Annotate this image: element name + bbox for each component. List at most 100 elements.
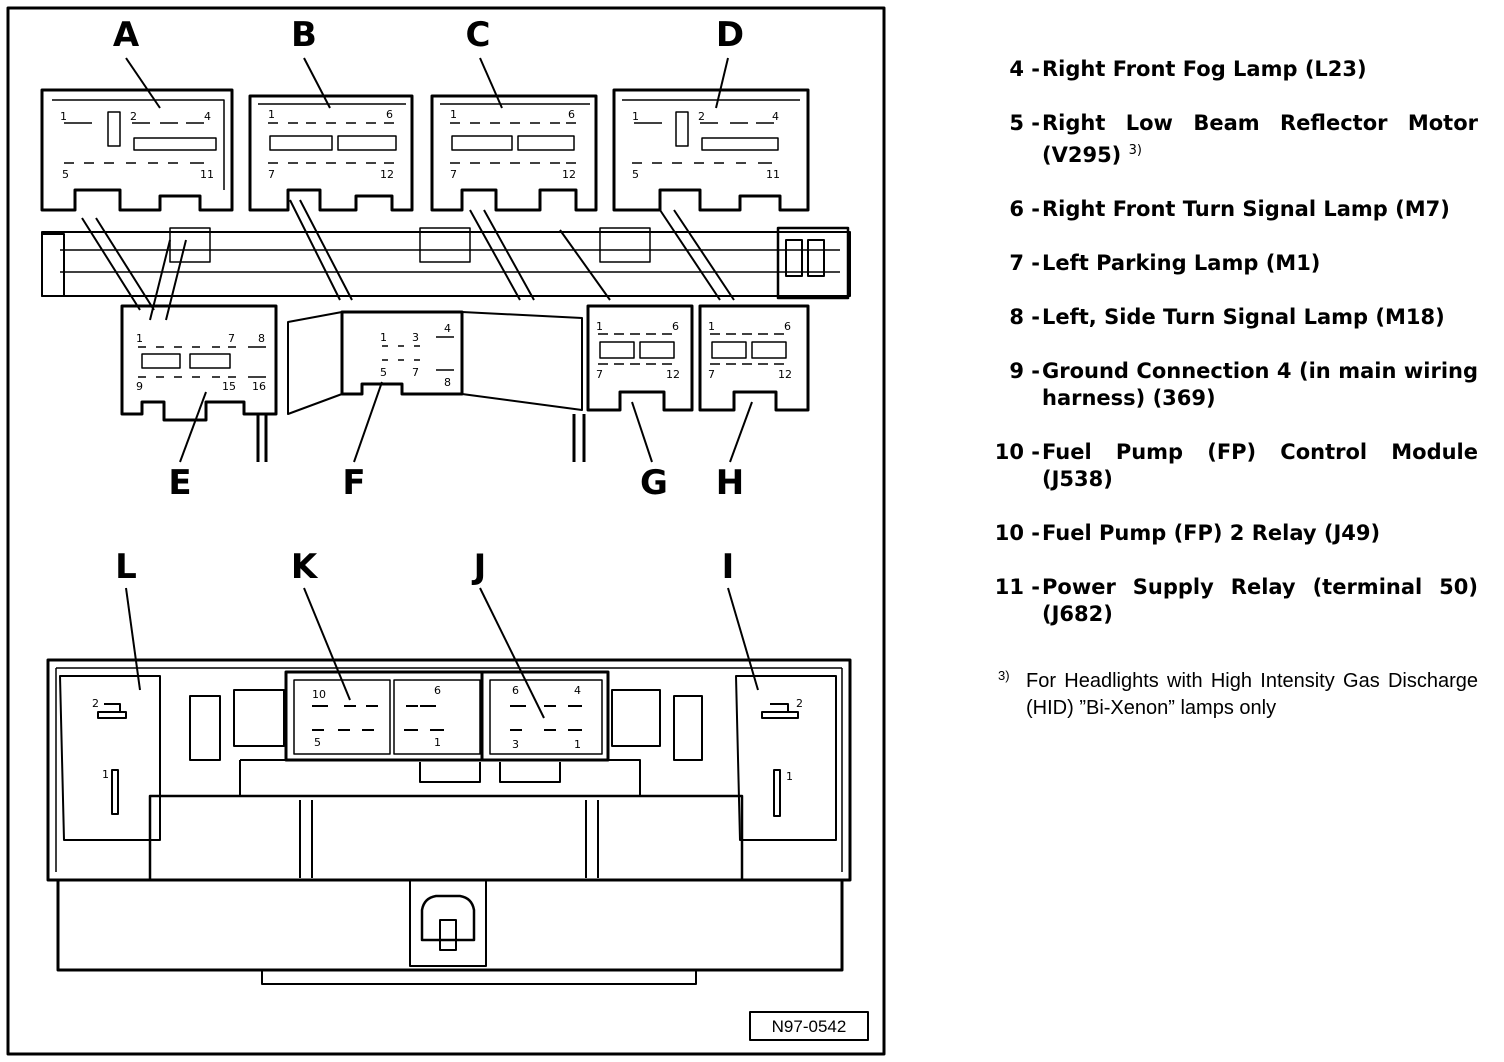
pin-label: 3: [512, 738, 519, 751]
callout-e: E: [168, 463, 191, 503]
legend-text: Right Front Fog Lamp (L23): [1042, 57, 1367, 81]
pin-label: 7: [412, 366, 419, 379]
pin-label: 1: [574, 738, 581, 751]
pin-label: 9: [136, 380, 143, 393]
legend-number: 10 -: [994, 521, 1040, 545]
legend-text: Right Low Beam Reflector Motor (V295): [1042, 111, 1478, 167]
legend-item: 7 - Left Parking Lamp (M1): [990, 250, 1478, 277]
legend-item: 10 - Fuel Pump (FP) Control Module (J538…: [990, 439, 1478, 493]
pin-label: 4: [772, 110, 779, 123]
legend-text: Fuel Pump (FP) Control Module (J538): [1042, 440, 1478, 491]
legend-item: 5 - Right Low Beam Reflector Motor (V295…: [990, 110, 1478, 169]
pin-label: 8: [258, 332, 265, 345]
legend: 4 - Right Front Fog Lamp (L23) 5 - Right…: [990, 56, 1478, 722]
legend-item: 10 - Fuel Pump (FP) 2 Relay (J49): [990, 520, 1478, 547]
callout-a: A: [113, 15, 140, 55]
callout-j: J: [472, 547, 487, 587]
pin-label: 5: [62, 168, 69, 181]
footnote-text: For Headlights with High Intensity Gas D…: [1026, 670, 1478, 719]
pin-label: 12: [666, 368, 680, 381]
pin-label: 2: [698, 110, 705, 123]
pin-label: 1: [380, 331, 387, 344]
pin-label: 12: [562, 168, 576, 181]
legend-number: 5 -: [1009, 111, 1040, 135]
footnote: 3) For Headlights with High Intensity Ga…: [990, 668, 1478, 722]
pin-label: 6: [512, 684, 519, 697]
pin-label: 1: [450, 108, 457, 121]
legend-number: 6 -: [1009, 197, 1040, 221]
pin-label: 2: [796, 697, 803, 710]
legend-number: 9 -: [1009, 359, 1040, 383]
diagram-frame: [6, 6, 886, 1056]
pin-label: 5: [632, 168, 639, 181]
legend-item: 11 - Power Supply Relay (terminal 50) (J…: [990, 574, 1478, 628]
callout-h: H: [716, 463, 744, 503]
pin-label: 2: [130, 110, 137, 123]
pin-label: 10: [312, 688, 326, 701]
figure-code: N97-0542: [772, 1017, 847, 1036]
pin-label: 1: [136, 332, 143, 345]
footnote-mark: 3): [998, 668, 1010, 683]
callout-k: K: [291, 547, 319, 587]
legend-text: Ground Connection 4 (in main wiring harn…: [1042, 359, 1478, 410]
callout-f: F: [342, 463, 365, 503]
pin-label: 1: [786, 770, 793, 783]
pin-cavities: [64, 111, 787, 378]
callout-b: B: [291, 15, 317, 55]
pin-label: 1: [102, 768, 109, 781]
pin-label: 16: [252, 380, 266, 393]
legend-number: 4 -: [1009, 57, 1040, 81]
lower-connector-housing: [46, 658, 852, 985]
legend-text: Power Supply Relay (terminal 50) (J682): [1042, 575, 1478, 626]
callout-leaders: [125, 57, 759, 719]
pin-label: 1: [434, 736, 441, 749]
pin-label: 15: [222, 380, 236, 393]
pin-label: 12: [380, 168, 394, 181]
pin-label: 5: [380, 366, 387, 379]
pin-label: 1: [268, 108, 275, 121]
pin-label: 11: [200, 168, 214, 181]
callout-d: D: [716, 15, 744, 55]
pin-label: 6: [672, 320, 679, 333]
pin-label: 4: [204, 110, 211, 123]
legend-text: Right Front Turn Signal Lamp (M7): [1042, 197, 1450, 221]
legend-number: 7 -: [1009, 251, 1040, 275]
pin-label: 1: [60, 110, 67, 123]
pin-label: 1: [708, 320, 715, 333]
legend-text: Left Parking Lamp (M1): [1042, 251, 1321, 275]
figure-code-box: [749, 1011, 869, 1041]
footnote-reference: 3): [1128, 143, 1142, 158]
pin-label: 11: [766, 168, 780, 181]
pin-label: 4: [574, 684, 581, 697]
legend-text: Left, Side Turn Signal Lamp (M18): [1042, 305, 1445, 329]
legend-number: 8 -: [1009, 305, 1040, 329]
callout-l: L: [115, 547, 137, 587]
pin-label: 7: [708, 368, 715, 381]
legend-item: 4 - Right Front Fog Lamp (L23): [990, 56, 1478, 83]
callout-g: G: [640, 463, 668, 503]
pin-label: 6: [784, 320, 791, 333]
pin-label: 1: [596, 320, 603, 333]
legend-item: 9 - Ground Connection 4 (in main wiring …: [990, 358, 1478, 412]
legend-item: 6 - Right Front Turn Signal Lamp (M7): [990, 196, 1478, 223]
pin-label: 7: [450, 168, 457, 181]
pin-label: 12: [778, 368, 792, 381]
legend-item: 8 - Left, Side Turn Signal Lamp (M18): [990, 304, 1478, 331]
pin-label: 4: [444, 322, 451, 335]
pin-label: 7: [596, 368, 603, 381]
callout-i: I: [722, 547, 735, 587]
pin-label: 1: [632, 110, 639, 123]
pin-label: 7: [268, 168, 275, 181]
pin-label: 7: [228, 332, 235, 345]
legend-text: Fuel Pump (FP) 2 Relay (J49): [1042, 521, 1381, 545]
pin-label: 5: [314, 736, 321, 749]
legend-number: 10 -: [994, 440, 1040, 464]
upper-connector-housing: [40, 88, 851, 462]
callout-c: C: [466, 15, 491, 55]
pin-label: 3: [412, 331, 419, 344]
legend-text-wrap: Right Low Beam Reflector Motor (V295) 3): [1040, 110, 1478, 169]
connector-j-body: [480, 670, 610, 762]
pin-label: 6: [568, 108, 575, 121]
pin-label: 8: [444, 376, 451, 389]
